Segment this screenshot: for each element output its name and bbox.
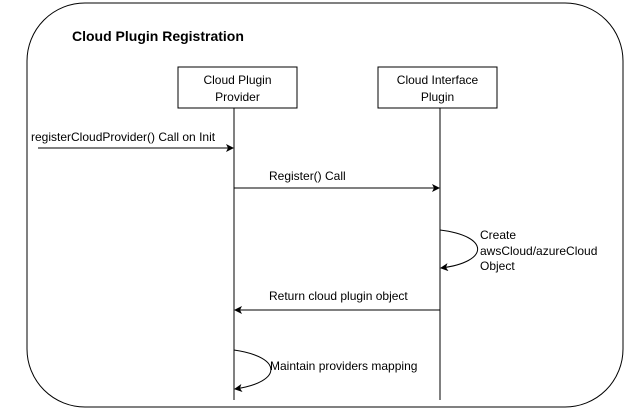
register-call-label: Register() Call <box>269 169 346 183</box>
diagram-title: Cloud Plugin Registration <box>72 28 244 44</box>
participant-interface-box <box>377 66 498 109</box>
create-object-label-line2: awsCloud/azureCloud <box>480 244 597 258</box>
diagram-frame <box>26 2 624 408</box>
create-object-label-line3: Object <box>480 259 515 273</box>
participant-provider: Cloud Plugin Provider <box>177 66 298 109</box>
participant-provider-label-line2: Provider <box>215 90 260 104</box>
participant-interface-label-line2: Plugin <box>421 90 454 104</box>
participant-provider-label-line1: Cloud Plugin <box>203 73 271 87</box>
create-object-label-line1: Create <box>480 228 516 242</box>
init-call-label: registerCloudProvider() Call on Init <box>31 130 216 144</box>
participant-interface-label-line1: Cloud Interface <box>397 73 479 87</box>
maintain-mapping-label: Maintain providers mapping <box>270 359 417 373</box>
return-object-label: Return cloud plugin object <box>269 289 408 303</box>
participant-provider-box <box>177 66 298 109</box>
maintain-mapping-self-arrow <box>233 349 272 392</box>
create-object-self-arrow <box>439 229 479 272</box>
participant-interface: Cloud Interface Plugin <box>377 66 498 109</box>
